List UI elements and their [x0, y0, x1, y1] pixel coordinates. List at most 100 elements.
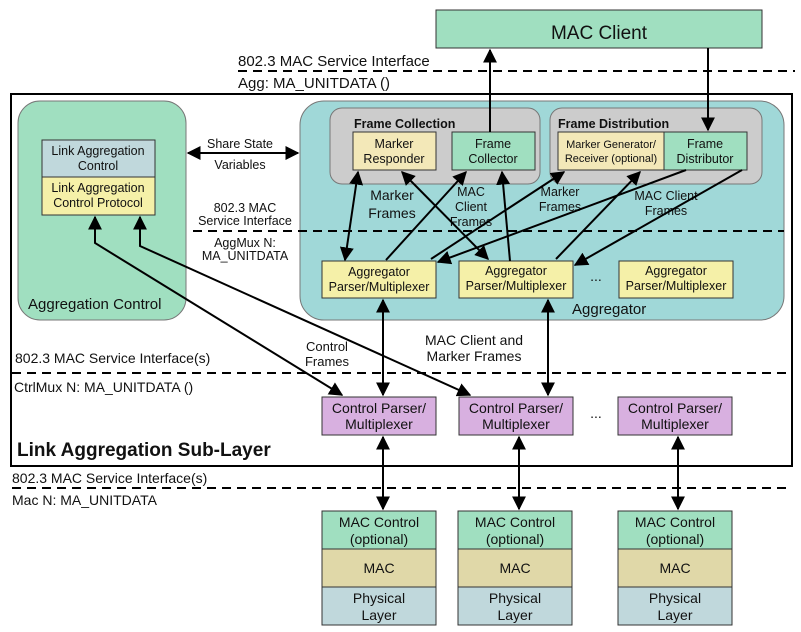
mac-control-label: MAC Control — [339, 514, 419, 530]
mac-interface-above: 802.3 MAC Service Interface(s) — [12, 470, 207, 486]
svg-text:Marker Generator/: Marker Generator/ — [566, 139, 657, 151]
svg-text:Link Aggregation: Link Aggregation — [51, 181, 144, 195]
mac-label: MAC — [499, 560, 530, 576]
aggregation-control-title: Aggregation Control — [28, 296, 161, 313]
arrow-responder-parser2 — [401, 171, 489, 260]
svg-text:Multiplexer: Multiplexer — [345, 416, 413, 432]
mac-control-box — [457, 510, 573, 550]
mac-client-marker-label: MAC Client and — [425, 332, 523, 348]
sublayer-title: Link Aggregation Sub-Layer — [17, 440, 271, 461]
physical-layer-label: Layer — [497, 607, 532, 623]
arrow-distributor-parser2 — [573, 169, 743, 266]
arrow-distributor-parser1 — [436, 169, 687, 265]
port-stacks: MAC Control(optional)MACPhysicalLayerMAC… — [321, 510, 733, 626]
frame-distribution-title: Frame Distribution — [558, 117, 669, 131]
mac-client-frames-right-label: MAC Client — [634, 189, 698, 203]
svg-text:Frames: Frames — [645, 204, 687, 218]
mac-control-label: (optional) — [646, 531, 704, 547]
aggregator-box: Aggregator Frame Collection Marker Respo… — [299, 100, 785, 321]
svg-text:Parser/Multiplexer: Parser/Multiplexer — [626, 279, 727, 293]
aggregator-parser-2 — [458, 260, 574, 299]
frame-collector-box — [451, 131, 536, 171]
frame-distributor-box — [663, 131, 748, 171]
arrow-lacp-ctrl2 — [133, 215, 472, 397]
svg-text:Multiplexer: Multiplexer — [482, 416, 550, 432]
marker-frames-right-label: Marker — [541, 185, 580, 199]
svg-text:Client: Client — [455, 200, 487, 214]
svg-text:Frames: Frames — [368, 205, 415, 221]
top-interface-above: 802.3 MAC Service Interface — [238, 53, 430, 70]
svg-text:Frames: Frames — [305, 354, 350, 369]
svg-text:Service Interface: Service Interface — [198, 214, 292, 228]
top-interface-below: Agg: MA_UNITDATA () — [238, 75, 390, 92]
ctrl-interface-above: 802.3 MAC Service Interface(s) — [15, 350, 210, 366]
svg-text:Parser/Multiplexer: Parser/Multiplexer — [329, 280, 430, 294]
marker-frames-label: Marker — [370, 187, 414, 203]
svg-text:Collector: Collector — [468, 152, 517, 166]
physical-layer-label: Layer — [361, 607, 396, 623]
physical-layer-label: Layer — [657, 607, 692, 623]
mid-interface-below: AggMux N: — [214, 236, 276, 250]
lacp-box — [41, 176, 156, 216]
svg-text:Responder: Responder — [363, 152, 424, 166]
svg-text:Frame: Frame — [475, 137, 511, 151]
aggregator-title: Aggregator — [572, 301, 646, 318]
svg-text:Frame: Frame — [687, 137, 723, 151]
svg-text:Control Parser/: Control Parser/ — [469, 400, 563, 416]
arrow-parser2-collector — [496, 170, 511, 262]
svg-text:MA_UNITDATA: MA_UNITDATA — [202, 249, 289, 263]
svg-text:Aggregator: Aggregator — [645, 264, 707, 278]
mac-box — [617, 548, 733, 588]
mac-control-label: (optional) — [486, 531, 544, 547]
mac-interface-below: Mac N: MA_UNITDATA — [12, 492, 158, 508]
aggregation-control-box: Aggregation Control Link Aggregation Con… — [17, 100, 187, 321]
share-state-label: Share State — [207, 137, 273, 151]
mac-control-label: MAC Control — [635, 514, 715, 530]
mac-label: MAC — [659, 560, 690, 576]
arrows — [88, 48, 743, 511]
svg-text:Marker Frames: Marker Frames — [427, 348, 522, 364]
physical-layer-box — [321, 586, 437, 626]
mac-control-box — [617, 510, 733, 550]
svg-text:Marker: Marker — [375, 137, 414, 151]
mac-client-box: MAC Client — [435, 9, 763, 49]
control-parser-3 — [617, 396, 733, 436]
mac-control-box — [321, 510, 437, 550]
aggregator-ellipsis: ... — [590, 268, 602, 284]
marker-generator-box — [557, 131, 665, 171]
svg-text:Control: Control — [78, 159, 118, 173]
control-parser-2 — [458, 396, 574, 436]
mac-client-label: MAC Client — [551, 23, 648, 44]
control-frames-label: Control — [306, 339, 348, 354]
svg-text:Aggregator: Aggregator — [348, 265, 410, 279]
physical-layer-label: Physical — [649, 590, 701, 606]
control-parser-1 — [321, 396, 437, 436]
aggregator-parser-3 — [618, 260, 734, 299]
mac-control-label: (optional) — [350, 531, 408, 547]
svg-text:Distributor: Distributor — [677, 152, 734, 166]
physical-layer-box — [457, 586, 573, 626]
physical-layer-label: Physical — [489, 590, 541, 606]
mac-box — [457, 548, 573, 588]
physical-layer-label: Physical — [353, 590, 405, 606]
mac-box — [321, 548, 437, 588]
svg-text:Multiplexer: Multiplexer — [641, 416, 709, 432]
svg-text:Aggregator: Aggregator — [485, 264, 547, 278]
control-ellipsis: ... — [590, 405, 602, 421]
svg-text:Control Parser/: Control Parser/ — [628, 400, 722, 416]
mid-interface-above: 802.3 MAC — [214, 201, 277, 215]
sublayer-box — [10, 93, 793, 467]
svg-text:Receiver (optional): Receiver (optional) — [565, 153, 657, 165]
svg-text:Control Parser/: Control Parser/ — [332, 400, 426, 416]
mac-client-frames-label: MAC — [457, 185, 485, 199]
arrow-generator-parser2 — [555, 170, 641, 260]
frame-collection-title: Frame Collection — [354, 117, 455, 131]
svg-text:Variables: Variables — [214, 158, 265, 172]
svg-text:Link Aggregation: Link Aggregation — [51, 144, 144, 158]
svg-text:Frames: Frames — [539, 200, 581, 214]
svg-text:Control Protocol: Control Protocol — [53, 196, 143, 210]
